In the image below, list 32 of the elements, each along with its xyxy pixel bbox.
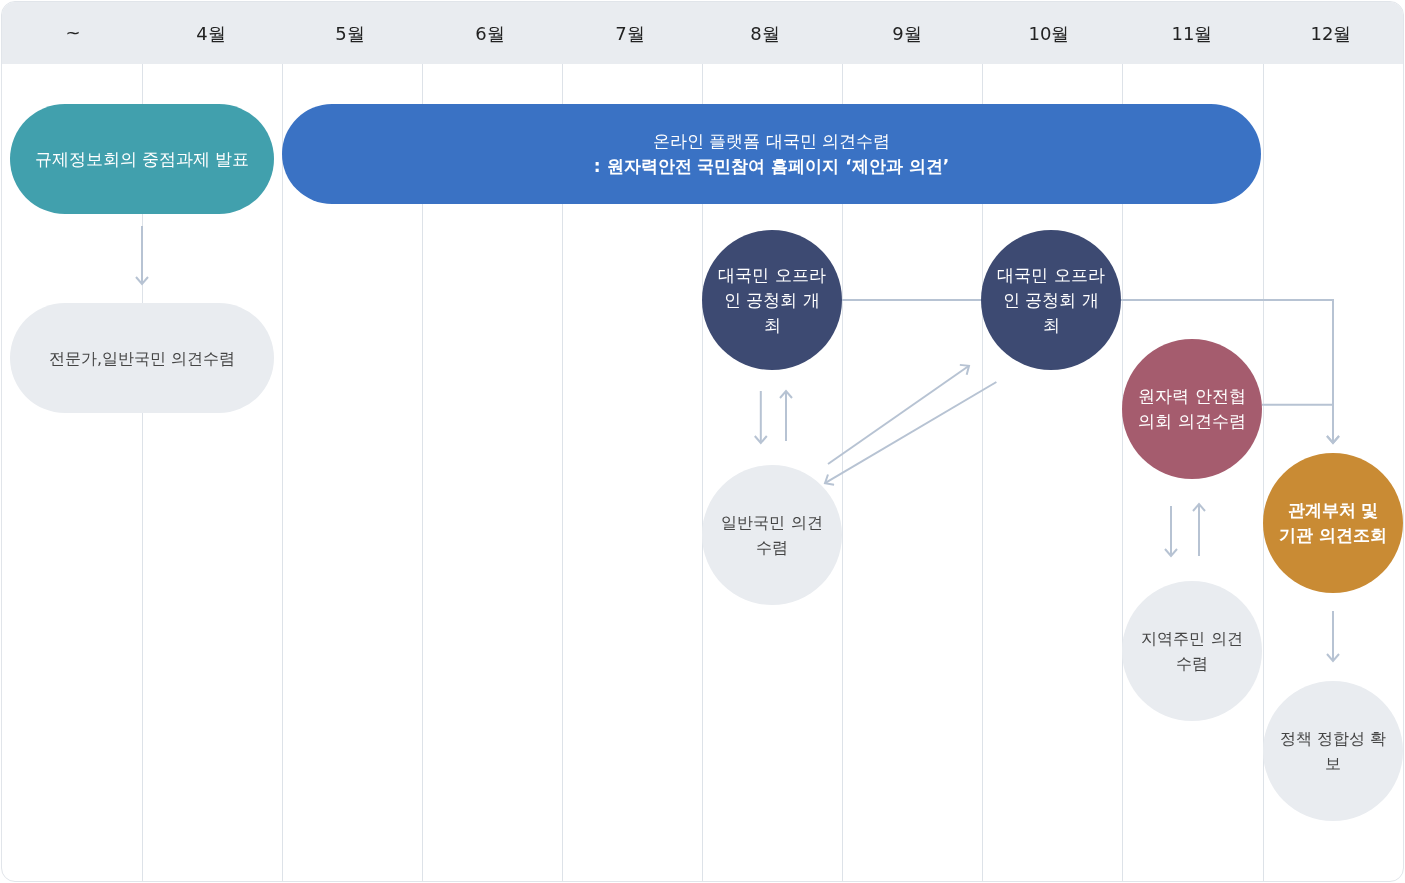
month-label: ~ [65,22,81,43]
arrow [1261,403,1340,444]
arrow [1164,505,1178,557]
node-label: 일반국민 의견수렴 [720,512,824,559]
month-label: 7월 [615,22,645,46]
node-label: 대국민 오프라인 공청회 개최 [717,263,827,337]
node-label: 정책 정합성 확보 [1278,728,1388,775]
banner-pill [282,104,1261,204]
month-label: 6월 [475,22,505,46]
banner-subtitle: : 원자력안전 국민참여 홈페이지 ‘제안과 의견’ [592,155,951,178]
arrow [779,390,793,442]
connector-line [841,299,982,301]
month-label: 12월 [1310,22,1352,46]
arrow [753,390,768,444]
node-label: 온라인 플랫폼 대국민 의견수렴 [651,130,892,153]
month-label: 9월 [892,22,922,46]
month-label: 10월 [1028,22,1070,46]
month-label: 4월 [196,22,226,46]
arrow [1326,610,1340,662]
node-label: 원자력 안전협의회 의견수렴 [1137,385,1247,433]
arrow [827,363,970,465]
node-label: 지역주민 의견수렴 [1140,628,1244,675]
month-label: 5월 [335,22,365,46]
node-label: 규제정보회의 중점과제 발표 [33,147,251,171]
month-label: 8월 [750,22,780,46]
node-label: 전문가,일반국민 의견수렴 [47,347,237,370]
arrow [824,381,998,486]
month-label: 11월 [1171,22,1213,46]
arrow [1192,503,1206,557]
node-label: 관계부처 및 기관 의견조회 [1278,499,1388,547]
node-label: 대국민 오프라인 공청회 개최 [996,263,1106,337]
arrow [135,225,149,285]
